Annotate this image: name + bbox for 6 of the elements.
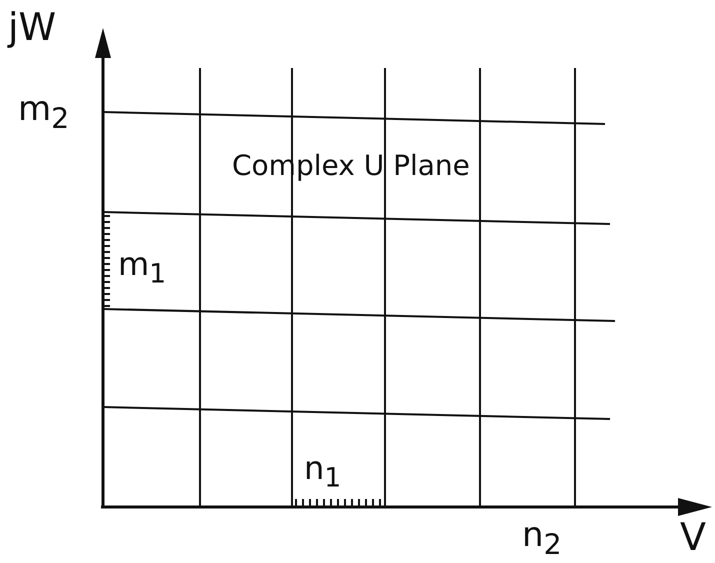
axis-label: m$_{2}$ — [18, 92, 70, 134]
axis-label: jW — [8, 8, 56, 46]
axis-label: V — [680, 518, 706, 556]
axis-label: m$_{1}$ — [118, 248, 166, 288]
axis-label: n$_{2}$ — [522, 518, 562, 560]
axis-label: n$_{1}$ — [304, 452, 342, 492]
